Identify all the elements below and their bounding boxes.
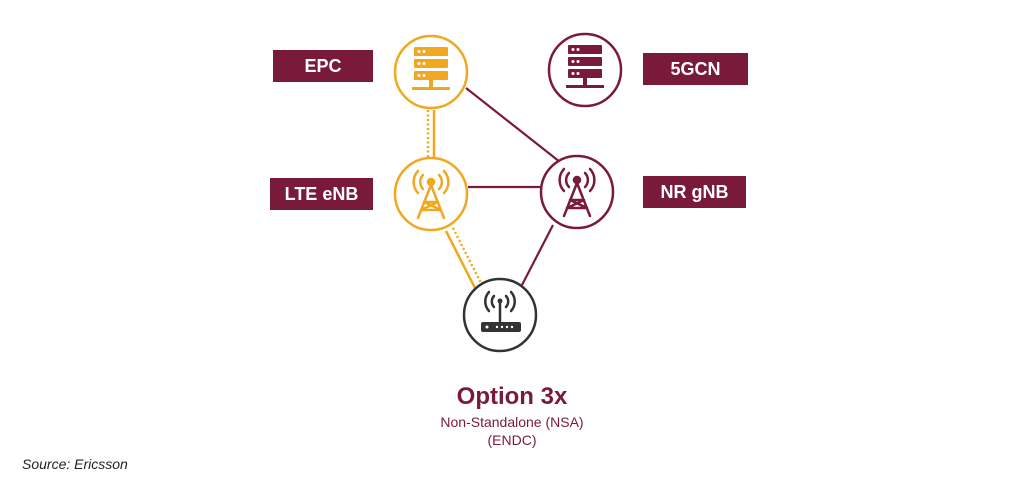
lte-enb-node: [393, 156, 469, 232]
option-title: Option 3x: [456, 383, 568, 410]
cell-tower-icon: [412, 169, 450, 220]
fivegcn-label-text: 5GCN: [670, 58, 721, 79]
epc-label-text: EPC: [304, 55, 342, 76]
lte-enb-label-text: LTE eNB: [284, 183, 359, 204]
connections: [426, 87, 561, 293]
nr-gnb-label: NR gNB: [643, 176, 746, 208]
link-epc-gnb: [465, 87, 561, 163]
epc-label: EPC: [273, 50, 373, 82]
server-icon: [566, 45, 604, 88]
option-subtitle: Non-Standalone (NSA): [440, 414, 584, 430]
ue-node: [462, 277, 538, 353]
link-gnb-ue: [521, 224, 554, 286]
link-enb-ue-user: [444, 230, 479, 293]
server-icon: [412, 47, 450, 90]
link-enb-ue-control: [451, 227, 486, 290]
source-note: Source: Ericsson: [22, 456, 128, 472]
cell-tower-icon: [558, 167, 596, 218]
epc-node: [393, 34, 469, 110]
router-icon: [484, 290, 516, 324]
fivegcn-node: [547, 32, 623, 108]
option-acronym: (ENDC): [487, 432, 537, 448]
nr-gnb-node: [539, 154, 615, 230]
lte-enb-label: LTE eNB: [270, 178, 373, 210]
fivegcn-label: 5GCN: [643, 53, 748, 85]
nr-gnb-label-text: NR gNB: [660, 181, 729, 202]
